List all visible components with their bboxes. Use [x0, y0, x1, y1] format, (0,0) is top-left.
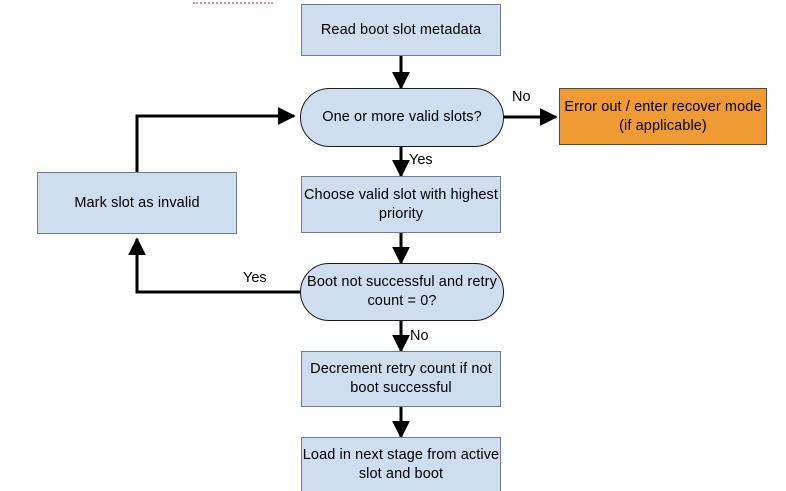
node-decrement-retry-count[interactable]: Decrement retry count if not boot succes…: [301, 351, 501, 407]
node-label: Read boot slot metadata: [320, 21, 482, 38]
node-label: One or more valid slots?: [322, 109, 482, 125]
edge-boot-check-to-mark-invalid: [128, 237, 300, 294]
node-label: Error out / enter recover mode (if appli…: [564, 98, 762, 134]
node-load-next-stage[interactable]: Load in next stage from active slot and …: [301, 437, 501, 491]
node-mark-slot-as-invalid[interactable]: Mark slot as invalid: [37, 172, 237, 234]
edge-label-yes-retry-exhausted: Yes: [243, 270, 267, 286]
node-label: Decrement retry count if not boot succes…: [310, 361, 492, 396]
node-label: Boot not successful and retry count = 0?: [307, 274, 497, 309]
node-one-or-more-valid-slots[interactable]: One or more valid slots?: [300, 88, 504, 147]
edge-label-no-retry-remaining: No: [410, 328, 429, 344]
edge-label-no-valid-slots: No: [512, 89, 531, 105]
node-boot-not-successful-retry-zero[interactable]: Boot not successful and retry count = 0?: [300, 263, 504, 321]
node-label: Mark slot as invalid: [74, 194, 200, 211]
node-label: Choose valid slot with highest priority: [303, 186, 499, 222]
edge-mark-invalid-to-decision: [135, 107, 296, 172]
node-read-boot-slot-metadata[interactable]: Read boot slot metadata: [301, 4, 501, 56]
edge-label-yes-valid-slots: Yes: [409, 152, 433, 168]
node-label: Load in next stage from active slot and …: [302, 447, 500, 482]
node-choose-valid-slot[interactable]: Choose valid slot with highest priority: [301, 176, 501, 233]
node-error-out-enter-recover-mode[interactable]: Error out / enter recover mode (if appli…: [559, 88, 767, 145]
spellcheck-underline-artifact: [193, 2, 273, 4]
